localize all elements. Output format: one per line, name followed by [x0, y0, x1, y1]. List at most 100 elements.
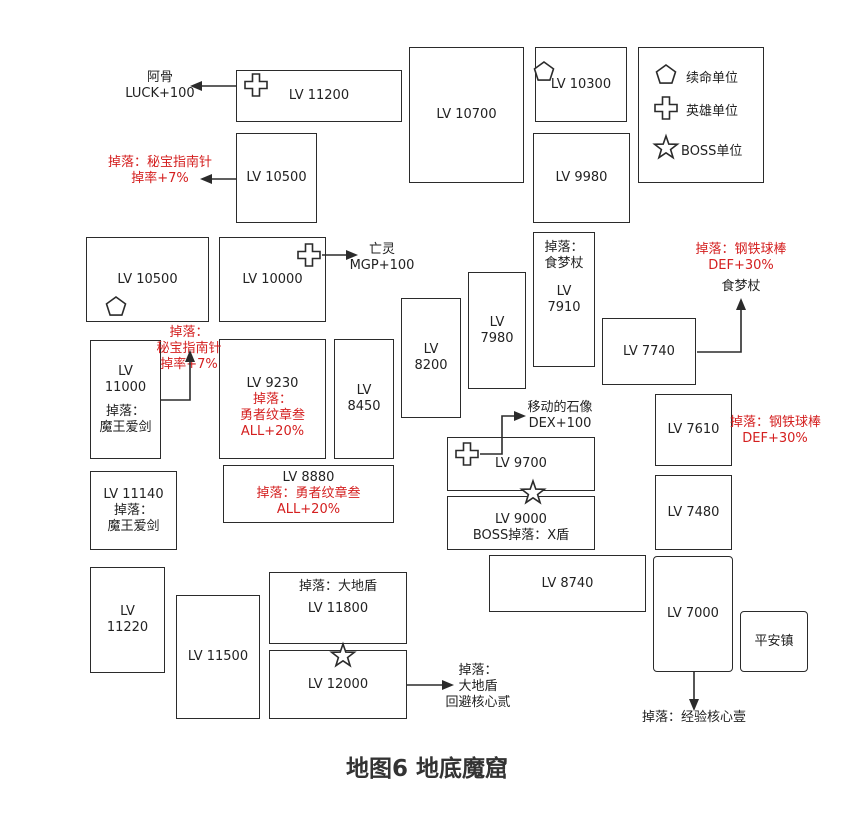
annotation-bonus: DEF+30% [742, 431, 808, 446]
legend-boss-label: BOSS单位 [681, 144, 743, 159]
room-label: LV 10300 [550, 76, 612, 92]
room-label: 7980 [480, 330, 514, 346]
room-lv7740: LV 7740 [602, 318, 696, 385]
room-label: LV 9230 [246, 376, 299, 391]
legend-revive-label: 续命单位 [686, 71, 739, 86]
annotation-undead: 亡灵 MGP+100 [342, 242, 422, 274]
room-lv7480: LV 7480 [655, 475, 732, 550]
arrow-head [346, 250, 358, 260]
room-label: LV [356, 383, 372, 398]
room-label: LV 8880 [282, 470, 335, 485]
room-label: LV 11800 [307, 601, 369, 616]
annotation-rate: 掉率+7% [160, 357, 218, 372]
drop-label: 掉落： [113, 502, 153, 518]
boss-unit-icon [520, 480, 546, 504]
room-label: LV [423, 342, 439, 357]
annotation-compass-1: 掉落：秘宝指南针 掉率+7% [100, 155, 220, 187]
arrow-heads [185, 81, 746, 711]
annotation-earth-shield: 掉落： 大地盾 回避核心贰 [440, 663, 516, 711]
room-lv7000: LV 7000 [653, 556, 733, 672]
annotation-drop: 掉落：钢铁球棒 [695, 242, 787, 257]
drop-label: 掉落：大地盾 [298, 579, 377, 594]
annotation-item: 秘宝指南针 [156, 341, 222, 356]
revive-unit-icon [533, 61, 555, 81]
room-label: LV 7000 [667, 606, 719, 621]
annotation-steel-1: 掉落：钢铁球棒 DEF+30% [690, 242, 792, 274]
room-lv10700: LV 10700 [409, 47, 524, 183]
room-label: LV 12000 [307, 676, 369, 692]
room-label: LV 10000 [242, 271, 303, 287]
room-lv8880: LV 8880 掉落：勇者纹章叁 ALL+20% [223, 465, 394, 523]
drop-label: 掉落： [544, 240, 584, 255]
room-lv10500-lower: LV 10500 [86, 237, 209, 322]
annotation-core: 回避核心贰 [445, 695, 511, 710]
room-lv11800: 掉落：大地盾 LV 11800 [269, 572, 407, 644]
arrow-head [200, 174, 212, 184]
room-lv7980: LV 7980 [468, 272, 526, 389]
room-lv11000: LV 11000 掉落： 魔王爱剑 [90, 340, 161, 459]
room-label: 11220 [106, 620, 149, 635]
room-label: LV 10700 [436, 107, 497, 122]
room-label: LV [120, 604, 135, 619]
boss-unit-icon [330, 643, 356, 667]
room-label: LV 9980 [555, 170, 608, 185]
annotation-dream-staff: 食梦杖 [721, 279, 761, 294]
room-label: LV [556, 284, 572, 299]
room-lv8450: LV 8450 [334, 339, 394, 459]
annotation-name: 亡灵 [368, 242, 395, 257]
annotation-drop: 掉落： [169, 325, 209, 340]
annotation-drop: 掉落：钢铁球棒 [730, 415, 822, 430]
annotation-stone: 移动的石像 DEX+100 [520, 400, 600, 432]
room-lv11500: LV 11500 [176, 595, 260, 719]
hero-unit-icon [244, 73, 268, 97]
drop-item: 勇者纹章叁 [239, 408, 305, 423]
page-title: 地图6 地底魔窟 [345, 756, 508, 782]
drop-item: 食梦杖 [544, 256, 584, 271]
drop-label: 掉落： [105, 403, 145, 419]
room-label: LV 7740 [623, 343, 675, 359]
arrow-head [514, 411, 526, 421]
room-lv9000: LV 9000 BOSS掉落：X盾 [447, 496, 595, 550]
arrow-head [689, 699, 699, 711]
room-lv11220: LV 11220 [90, 567, 165, 673]
room-label: 11000 [104, 379, 147, 395]
drop-item: 魔王爱剑 [99, 419, 152, 435]
room-lv7610: LV 7610 [655, 394, 732, 466]
room-safe-town: 平安镇 [740, 611, 808, 672]
annotation-bonus: MGP+100 [349, 258, 415, 273]
hero-unit-icon [297, 243, 321, 267]
annotation-name: 阿骨 [146, 70, 173, 85]
room-lv10300: LV 10300 [535, 47, 627, 122]
room-lv10000: LV 10000 [219, 237, 326, 322]
room-label: LV 7610 [667, 422, 720, 437]
drop-label: 掉落： [252, 392, 292, 407]
room-lv11140: LV 11140 掉落： 魔王爱剑 [90, 471, 177, 550]
legend-hero-label: 英雄单位 [686, 104, 739, 119]
room-lv8200: LV 8200 [401, 298, 461, 418]
room-label: LV 11200 [288, 88, 350, 103]
legend-cross-icon [654, 96, 678, 120]
room-label: LV 7480 [667, 504, 720, 520]
room-lv7910: 掉落： 食梦杖 LV 7910 [533, 232, 595, 367]
annotation-bonus: DEF+30% [708, 258, 774, 273]
annotation-drop: 掉落： [458, 663, 498, 678]
arrow-head [190, 81, 202, 91]
room-lv9230: LV 9230 掉落： 勇者纹章叁 ALL+20% [219, 339, 326, 459]
annotation-drop: 掉落：秘宝指南针 [107, 155, 212, 170]
annotation-item: 大地盾 [458, 679, 498, 694]
room-label: LV 11500 [187, 649, 249, 664]
room-label: LV [489, 314, 505, 330]
legend-pentagon-icon [655, 64, 677, 84]
drop-label: BOSS掉落：X盾 [472, 528, 570, 543]
arrow-head [185, 350, 195, 362]
arrow-lines [161, 85, 742, 702]
drop-label: 掉落：勇者纹章叁 ALL+20% [256, 486, 361, 517]
drop-item: 魔王爱剑 [107, 518, 160, 534]
room-lv9980: LV 9980 [533, 133, 630, 223]
room-label: 7910 [547, 300, 581, 315]
annotation-compass-2: 掉落： 秘宝指南针 掉率+7% [154, 325, 224, 373]
room-label: 平安镇 [754, 633, 794, 649]
room-lv10500-upper: LV 10500 [236, 133, 317, 223]
